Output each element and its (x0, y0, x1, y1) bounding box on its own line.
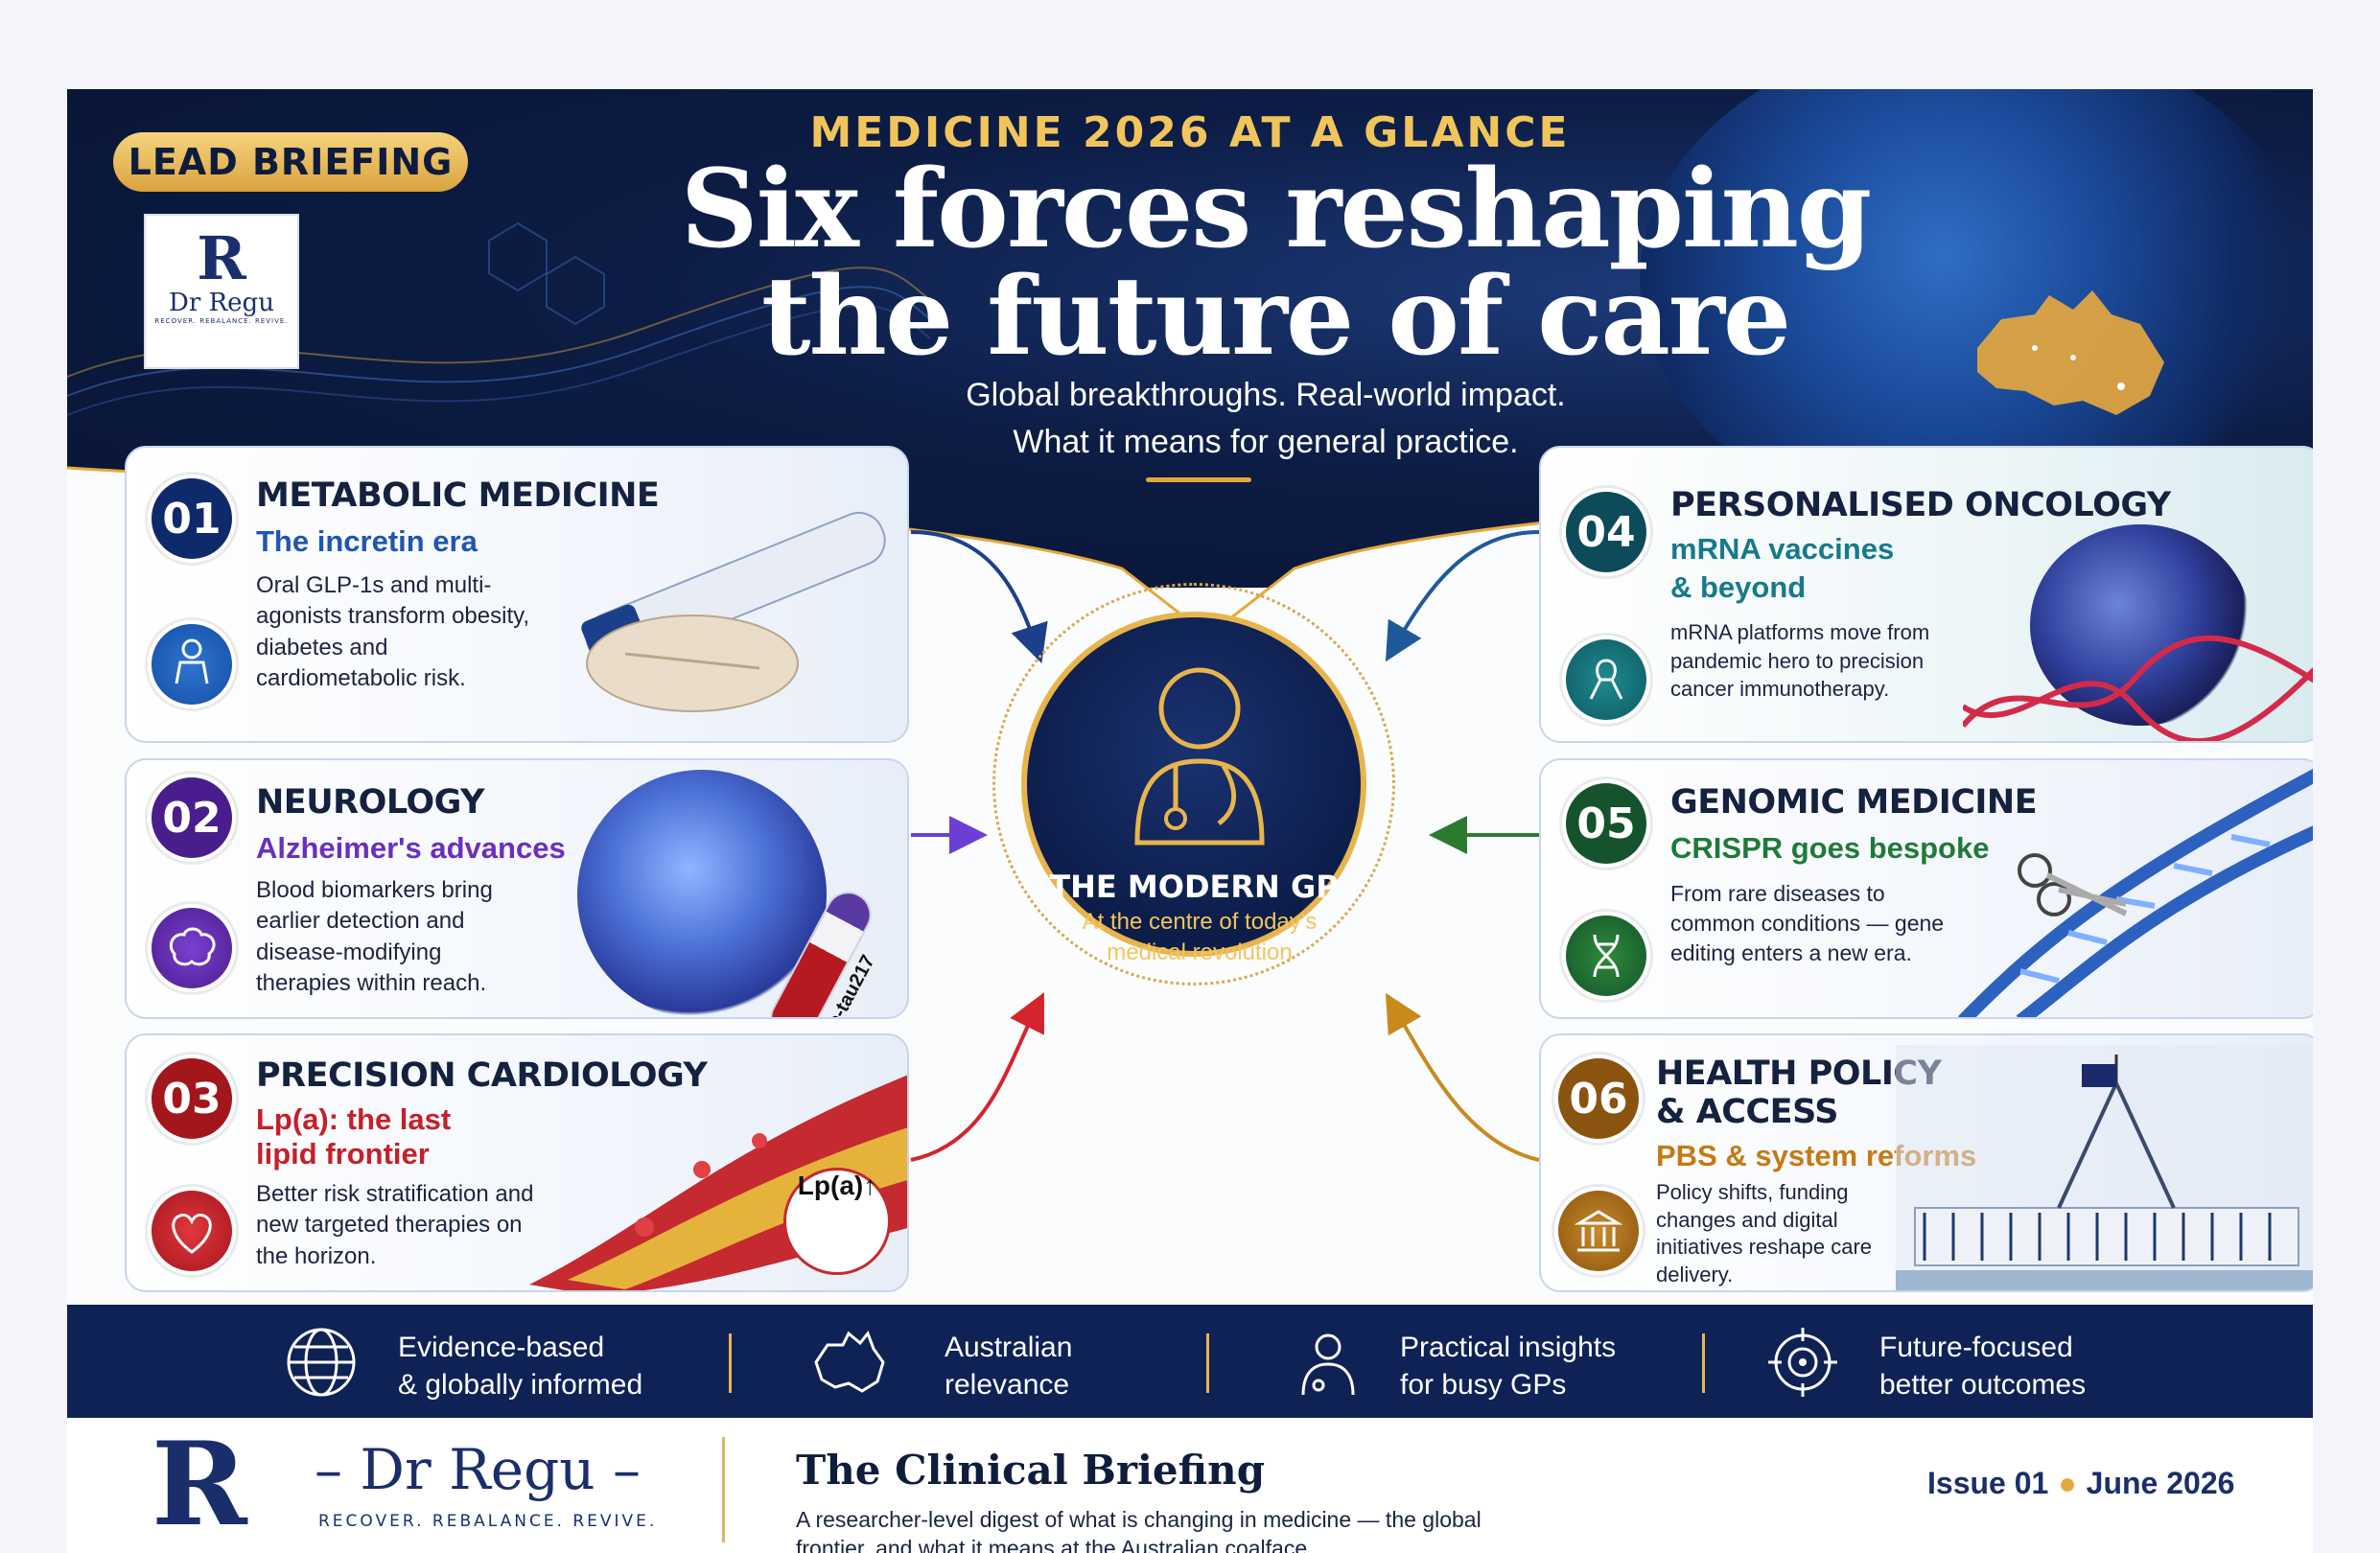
strip-divider (729, 1333, 732, 1393)
publication-description: A researcher-level digest of what is cha… (796, 1507, 1482, 1553)
card-number: 02 (148, 774, 236, 862)
card-personalised-oncology[interactable]: 04 PERSONALISED ONCOLOGY mRNA vaccines &… (1539, 446, 2313, 743)
brain-illustration (577, 770, 827, 1017)
strip-line-2: relevance (945, 1369, 1070, 1401)
card-title: PRECISION CARDIOLOGY (256, 1056, 708, 1095)
title-line-1: Six forces reshaping (680, 147, 1873, 272)
center-subtitle: At the centre of today's medical revolut… (1082, 909, 1318, 966)
gold-divider (1146, 477, 1251, 482)
title-line-2: the future of care (760, 254, 1791, 380)
card-number: 06 (1554, 1055, 1643, 1143)
target-icon (1768, 1328, 1837, 1397)
strip-line-1: Practical insights (1400, 1332, 1617, 1363)
globe-icon (287, 1328, 356, 1397)
issue-info: Issue 01 ● June 2026 (1927, 1466, 2234, 1501)
strip-item-australian: Australian relevance (945, 1329, 1072, 1442)
dr-regu-logo: R Dr Regu RECOVER. REBALANCE. REVIVE. (144, 214, 299, 369)
footer: R – Dr Regu – RECOVER. REBALANCE. REVIVE… (67, 1418, 2313, 1553)
footer-brand-name: – Dr Regu – (315, 1437, 642, 1502)
center-title: THE MODERN GP (1049, 869, 1339, 905)
strip-item-evidence: Evidence-based & globally informed (398, 1329, 642, 1442)
card-body: mRNA platforms move from pandemic hero t… (1670, 620, 1930, 702)
card-neurology[interactable]: 02 NEUROLOGY Alzheimer's advances Blood … (125, 758, 909, 1019)
cancer-cell-illustration (2030, 524, 2251, 726)
header-kicker: MEDICINE 2026 AT A GLANCE (809, 108, 1571, 157)
card-title: NEUROLOGY (256, 783, 484, 822)
pen-and-pill-illustration (581, 512, 886, 712)
page-title: Six forces reshaping the future of care (604, 156, 1947, 371)
strip-line-2: better outcomes (1879, 1369, 2087, 1401)
card-title: GENOMIC MEDICINE (1670, 783, 2038, 822)
card-precision-cardiology[interactable]: 03 PRECISION CARDIOLOGY Lp(a): the last … (125, 1033, 909, 1292)
card-number: 01 (148, 475, 236, 563)
footer-monogram: R (152, 1417, 247, 1552)
card-number: 04 (1562, 488, 1650, 576)
issue-date: June 2026 (2086, 1466, 2235, 1500)
card-genomic-medicine[interactable]: 05 GENOMIC MEDICINE CRISPR goes bespoke … (1539, 758, 2313, 1019)
card-body: Policy shifts, funding changes and digit… (1656, 1180, 1873, 1286)
card-title-line-2: & ACCESS (1656, 1093, 1838, 1131)
heart-icon (148, 1187, 236, 1275)
card-metabolic-medicine[interactable]: 01 METABOLIC MEDICINE The incretin era O… (125, 446, 909, 743)
logo-tagline: RECOVER. REBALANCE. REVIVE. (154, 317, 289, 325)
separator-dot: ● (2058, 1466, 2077, 1500)
ribbon-icon (1562, 636, 1650, 724)
dna-helix-illustration (1957, 768, 2313, 1017)
mrna-strand (1963, 635, 2313, 741)
page-subtitle: Global breakthroughs. Real-world impact.… (738, 372, 1793, 467)
center-ring (992, 583, 1395, 985)
header-banner: LEAD BRIEFING R Dr Regu RECOVER. REBALAN… (67, 89, 2313, 588)
strip-line-2: for busy GPs (1400, 1369, 1567, 1401)
person-health-icon (148, 620, 236, 708)
card-body: Blood biomarkers bring earlier detection… (256, 877, 493, 997)
card-title: PERSONALISED ONCOLOGY (1670, 486, 2171, 524)
card-body: Oral GLP-1s and multi-agonists transform… (256, 572, 530, 692)
parliament-house-illustration (1896, 1045, 2313, 1290)
brain-icon (148, 904, 236, 992)
card-body: From rare diseases to common conditions … (1670, 881, 1945, 966)
strip-item-future: Future-focused better outcomes (1879, 1329, 2086, 1442)
strip-line-1: Future-focused (1879, 1332, 2073, 1363)
strip-line-1: Evidence-based (398, 1332, 605, 1363)
card-subtitle-line-2: lipid frontier (256, 1137, 430, 1171)
modern-gp-hub: THE MODERN GP At the centre of today's m… (1021, 612, 1366, 965)
logo-monogram: R (197, 223, 246, 293)
subtitle-line-1: Global breakthroughs. Real-world impact. (966, 377, 1566, 413)
card-subtitle: CRISPR goes bespoke (1670, 831, 1990, 865)
gp-doctor-icon (1134, 667, 1265, 846)
card-title: METABOLIC MEDICINE (256, 476, 660, 515)
infographic: LEAD BRIEFING R Dr Regu RECOVER. REBALAN… (67, 89, 2313, 1553)
card-subtitle: The incretin era (256, 524, 478, 558)
doctor-icon (1301, 1333, 1355, 1396)
publication-title: The Clinical Briefing (796, 1447, 1266, 1494)
strip-line-1: Australian (945, 1332, 1073, 1363)
issue-number: Issue 01 (1927, 1466, 2049, 1500)
card-number: 03 (148, 1055, 236, 1143)
footer-tagline: RECOVER. REBALANCE. REVIVE. (318, 1512, 658, 1531)
footer-divider (722, 1437, 725, 1542)
card-body: Better risk stratification and new targe… (256, 1181, 534, 1269)
card-subtitle-line-2: & beyond (1670, 570, 1807, 604)
subtitle-line-2: What it means for general practice. (1013, 424, 1519, 461)
strip-divider (1702, 1333, 1705, 1393)
card-health-policy[interactable]: 06 HEALTH POLICY & ACCESS PBS & system r… (1539, 1033, 2313, 1292)
lpa-marker: Lp(a)↑ (783, 1168, 891, 1275)
institution-icon (1554, 1187, 1643, 1275)
value-strip: Evidence-based & globally informed Austra… (67, 1305, 2313, 1418)
strip-divider (1206, 1333, 1209, 1393)
card-number: 05 (1562, 779, 1650, 868)
australia-map-icon (1977, 290, 2164, 415)
strip-item-practical: Practical insights for busy GPs (1400, 1329, 1616, 1442)
connector-arrows (910, 530, 1540, 1162)
dna-icon (1562, 912, 1650, 1000)
lead-briefing-badge: LEAD BRIEFING (113, 132, 468, 192)
australia-map-icon (814, 1331, 885, 1393)
card-subtitle-line-1: mRNA vaccines (1670, 532, 1895, 566)
card-subtitle-line-1: Lp(a): the last (256, 1102, 452, 1136)
strip-line-2: & globally informed (398, 1369, 643, 1401)
card-subtitle: Alzheimer's advances (256, 831, 566, 865)
logo-name: Dr Regu (169, 289, 274, 317)
card-title-line-1: HEALTH POLICY (1656, 1055, 1942, 1093)
